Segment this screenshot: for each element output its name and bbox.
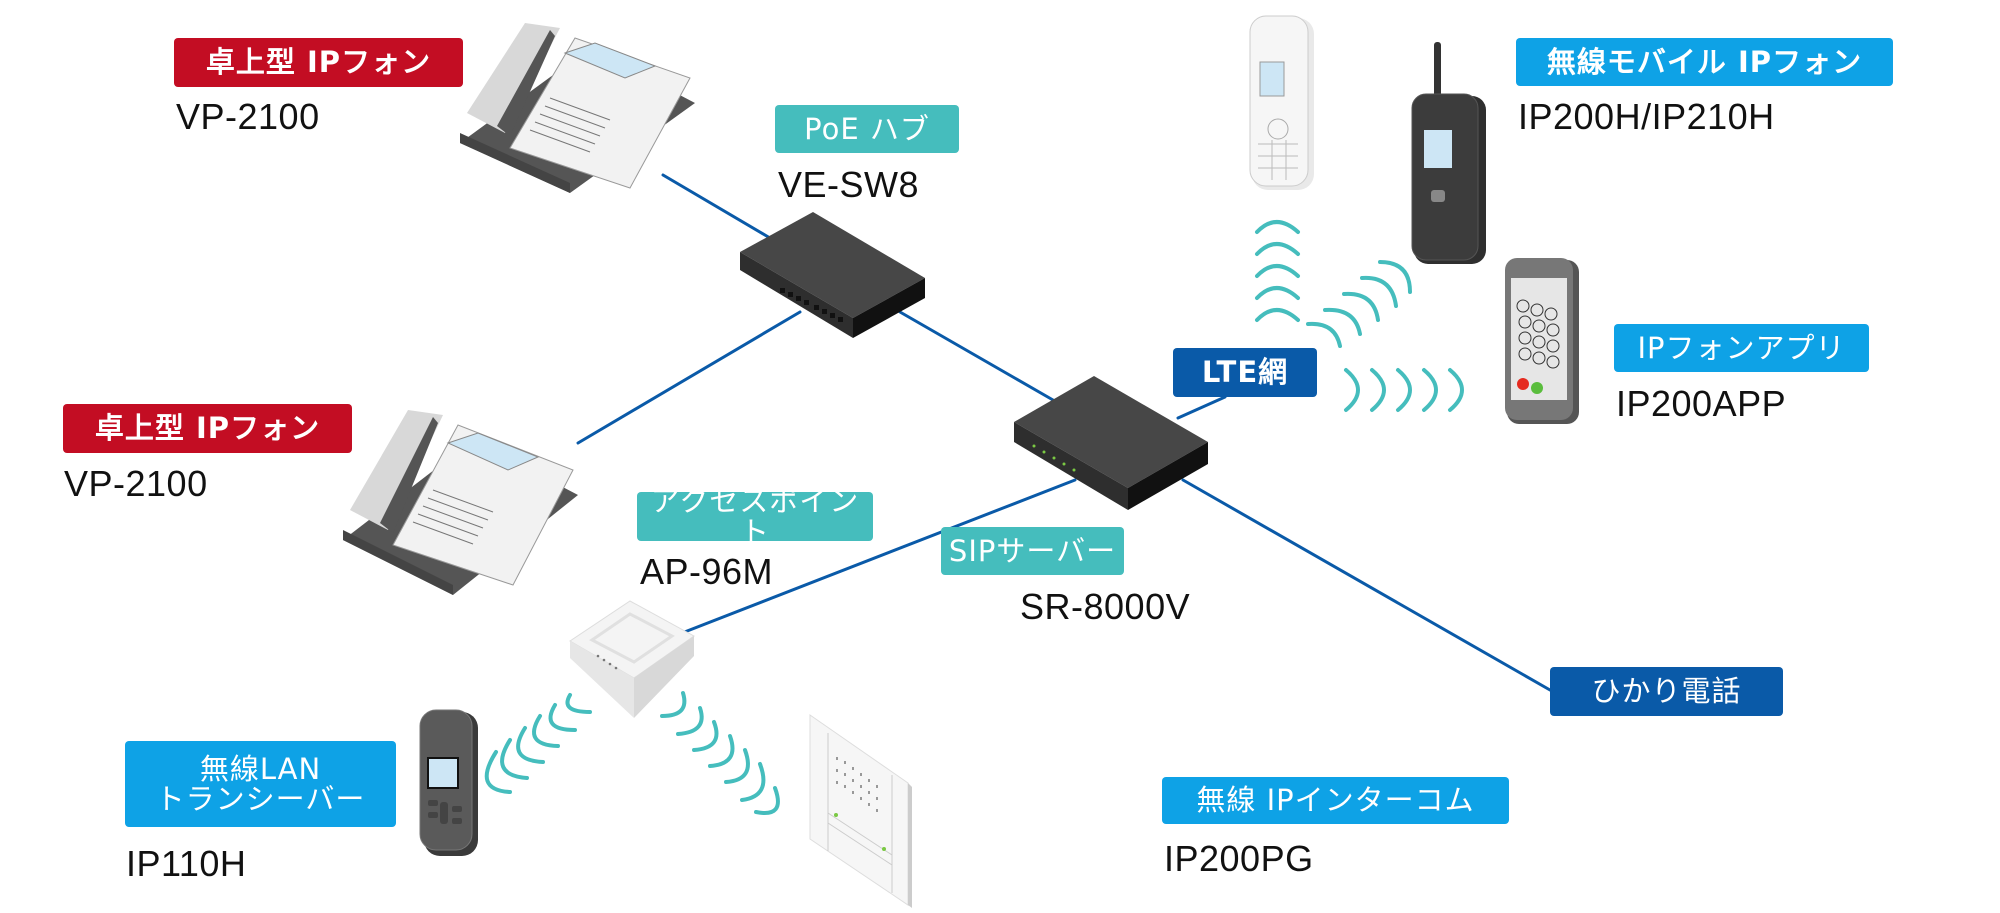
link-deskphone2-hub	[576, 310, 802, 445]
link-ap-sip	[680, 478, 1077, 635]
wireless-waves-mobile	[1306, 260, 1412, 348]
label-hikari-denwa: ひかり電話	[1550, 667, 1783, 716]
link-deskphone1-hub	[661, 173, 772, 240]
desk-ip-phone-icon	[343, 410, 578, 595]
model-poe-hub: VE-SW8	[778, 164, 920, 205]
wireless-waves-intercom	[660, 691, 780, 815]
model-desk-phone-1: VP-2100	[176, 96, 320, 137]
model-mobile-ip-phone: IP200H/IP210H	[1518, 96, 1775, 137]
model-desk-phone-2: VP-2100	[64, 463, 208, 504]
model-access-point: AP-96M	[640, 551, 774, 592]
label-mobile-ip-phone: 無線モバイル IPフォン	[1516, 38, 1893, 86]
label-lte-network: LTE網	[1173, 348, 1317, 397]
transceiver-icon	[419, 709, 478, 856]
label-sip-server: SIPサーバー	[941, 527, 1124, 575]
model-wlan-transceiver: IP110H	[126, 843, 247, 884]
label-desk-phone-2: 卓上型 IPフォン	[63, 404, 352, 453]
wireless-waves-transceiver	[484, 693, 592, 794]
model-ip-intercom: IP200PG	[1164, 838, 1314, 879]
label-access-point: アクセスポイント	[637, 486, 873, 547]
cordless-handset-icon	[1249, 15, 1314, 190]
label-desk-phone-1: 卓上型 IPフォン	[174, 38, 463, 87]
smartphone-icon	[1505, 258, 1579, 424]
mobile-handset-icon	[1411, 42, 1486, 264]
model-sip-server: SR-8000V	[1020, 586, 1191, 627]
wireless-access-point-icon	[569, 600, 695, 718]
wireless-waves-handset	[1255, 220, 1300, 322]
label-ip-phone-app: IPフォンアプリ	[1614, 324, 1869, 372]
label-ip-intercom: 無線 IPインターコム	[1162, 777, 1509, 824]
intercom-panel-icon	[809, 714, 912, 908]
sip-server-icon	[1014, 376, 1208, 510]
label-poe-hub: PoE ハブ	[775, 105, 959, 153]
link-sip-lte	[1176, 395, 1227, 420]
link-sip-hikari	[1181, 478, 1552, 692]
network-switch-icon	[740, 212, 925, 338]
label-wlan-transceiver: 無線LAN トランシーバー	[125, 741, 396, 827]
model-ip-phone-app: IP200APP	[1616, 383, 1787, 424]
desk-ip-phone-icon	[460, 23, 695, 193]
link-hub-sip	[898, 310, 1055, 402]
wireless-waves-smartphone	[1344, 368, 1464, 412]
